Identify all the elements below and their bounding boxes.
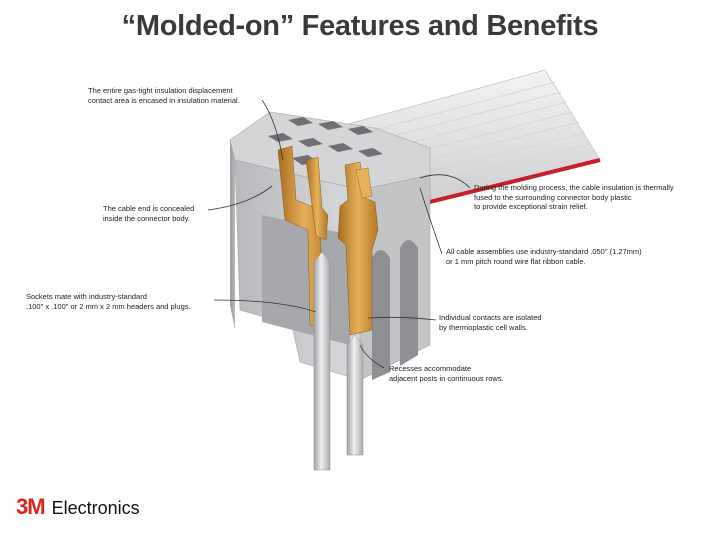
3m-logo: 3M [16, 494, 46, 519]
callout-contacts-isolated: Individual contacts are isolated by ther… [439, 313, 542, 332]
callout-molding-process: During the molding process, the cable in… [474, 183, 674, 211]
callout-cable-end: The cable end is concealed inside the co… [103, 204, 195, 223]
callout-cable-assemblies: All cable assemblies use industry-standa… [446, 247, 642, 266]
callout-insulation-encased: The entire gas-tight insulation displace… [88, 86, 240, 105]
callout-recesses: Recesses accommodate adjacent posts in c… [389, 364, 504, 383]
brand-footer: 3M Electronics [16, 494, 140, 520]
leader-lines [207, 99, 471, 369]
callout-sockets: Sockets mate with industry-standard .100… [26, 292, 191, 311]
page-title: “Molded-on” Features and Benefits [121, 10, 599, 42]
brand-name: Electronics [51, 498, 140, 518]
header-pins [313, 251, 364, 471]
